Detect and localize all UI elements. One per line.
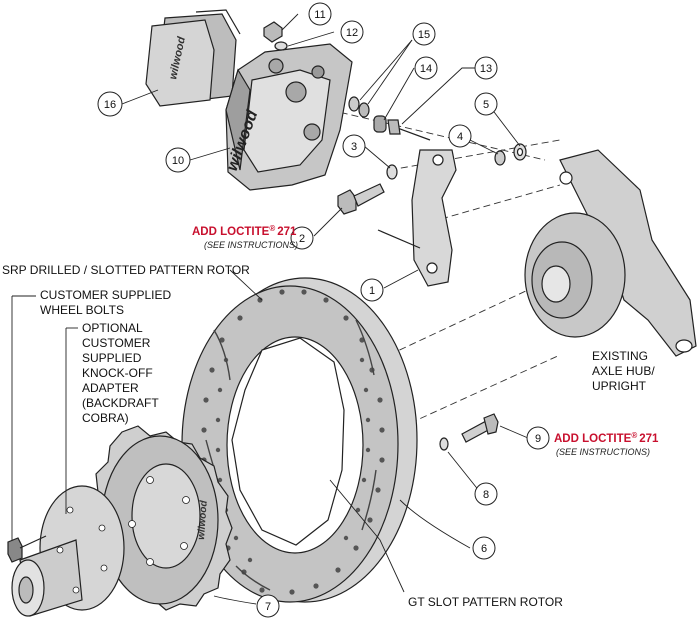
callout-15: 15 [412, 22, 436, 46]
mounting-bolt [387, 119, 431, 141]
rotor-bolt [439, 413, 499, 451]
svg-text:2: 2 [299, 233, 305, 245]
callout-5: 5 [474, 92, 498, 116]
callout-13: 13 [474, 56, 498, 80]
svg-text:WHEEL BOLTS: WHEEL BOLTS [40, 303, 124, 317]
axle-hub-upright [524, 149, 697, 357]
svg-text:(SEE INSTRUCTIONS): (SEE INSTRUCTIONS) [556, 447, 650, 457]
svg-text:CUSTOMER SUPPLIED: CUSTOMER SUPPLIED [40, 288, 171, 302]
loctite-note-top: ADD LOCTITE®271 (SEE INSTRUCTIONS) [192, 224, 298, 250]
svg-text:ADD LOCTITE®271: ADD LOCTITE®271 [192, 224, 297, 238]
rotor-hat: wilwood [89, 425, 233, 611]
svg-text:EXISTING: EXISTING [592, 349, 648, 363]
svg-text:12: 12 [346, 27, 358, 39]
svg-text:1: 1 [369, 285, 375, 297]
callout-12: 12 [340, 20, 364, 44]
callout-6: 6 [472, 536, 496, 560]
callout-1: 1 [360, 278, 384, 302]
svg-text:7: 7 [265, 601, 271, 613]
svg-text:SUPPLIED: SUPPLIED [82, 351, 142, 365]
gt-rotor-label: GT SLOT PATTERN ROTOR [408, 595, 563, 609]
knock-off-adapter [11, 485, 125, 617]
callout-10: 10 [165, 147, 191, 173]
svg-text:16: 16 [104, 99, 116, 111]
rotor [181, 277, 418, 603]
svg-text:ADD LOCTITE®271: ADD LOCTITE®271 [554, 431, 659, 445]
callout-11: 11 [308, 2, 332, 26]
svg-text:15: 15 [418, 29, 430, 41]
svg-text:8: 8 [483, 489, 489, 501]
hat-brand-mark: wilwood [196, 499, 210, 540]
svg-text:ADAPTER: ADAPTER [82, 381, 139, 395]
svg-text:CUSTOMER: CUSTOMER [82, 336, 151, 350]
spacer-washers [494, 143, 527, 166]
callout-9: 9 [526, 426, 550, 450]
svg-text:AXLE HUB/: AXLE HUB/ [592, 364, 655, 378]
wheel-bolts-label: CUSTOMER SUPPLIED WHEEL BOLTS [40, 288, 171, 317]
brake-pads: wilwood [145, 9, 241, 107]
callout-2: 2 [290, 226, 314, 250]
callout-14: 14 [414, 56, 438, 80]
svg-text:(SEE INSTRUCTIONS): (SEE INSTRUCTIONS) [204, 240, 298, 250]
svg-text:10: 10 [172, 155, 184, 167]
callout-8: 8 [474, 482, 498, 506]
svg-text:(BACKDRAFT: (BACKDRAFT [82, 396, 159, 410]
callout-4: 4 [448, 124, 472, 148]
adapter-label: OPTIONAL CUSTOMER SUPPLIED KNOCK-OFF ADA… [82, 321, 159, 425]
svg-text:UPRIGHT: UPRIGHT [592, 379, 647, 393]
svg-text:14: 14 [420, 63, 432, 75]
svg-text:5: 5 [483, 99, 489, 111]
wheel-bolt [7, 535, 47, 563]
svg-text:13: 13 [480, 63, 492, 75]
callout-7: 7 [256, 594, 280, 618]
svg-text:3: 3 [351, 141, 357, 153]
svg-text:COBRA): COBRA) [82, 411, 129, 425]
hub-upright-label: EXISTING AXLE HUB/ UPRIGHT [592, 349, 655, 393]
callouts: 11 12 15 14 13 5 4 3 2 1 16 10 6 8 9 7 [97, 2, 550, 618]
svg-text:OPTIONAL: OPTIONAL [82, 321, 143, 335]
svg-text:11: 11 [314, 9, 325, 21]
shim-washers [348, 96, 387, 133]
callout-3: 3 [342, 134, 366, 158]
callout-16: 16 [97, 91, 123, 117]
loctite-note-right: ADD LOCTITE®271 (SEE INSTRUCTIONS) [554, 431, 659, 457]
caliper: wilwood [224, 43, 353, 191]
caliper-bolt [263, 21, 288, 51]
svg-text:9: 9 [535, 433, 541, 445]
svg-text:6: 6 [481, 543, 487, 555]
srp-rotor-label: SRP DRILLED / SLOTTED PATTERN ROTOR [2, 263, 250, 277]
bracket-bolt [337, 164, 398, 215]
caliper-bracket [377, 149, 457, 287]
svg-text:4: 4 [457, 131, 463, 143]
svg-text:KNOCK-OFF: KNOCK-OFF [82, 366, 153, 380]
